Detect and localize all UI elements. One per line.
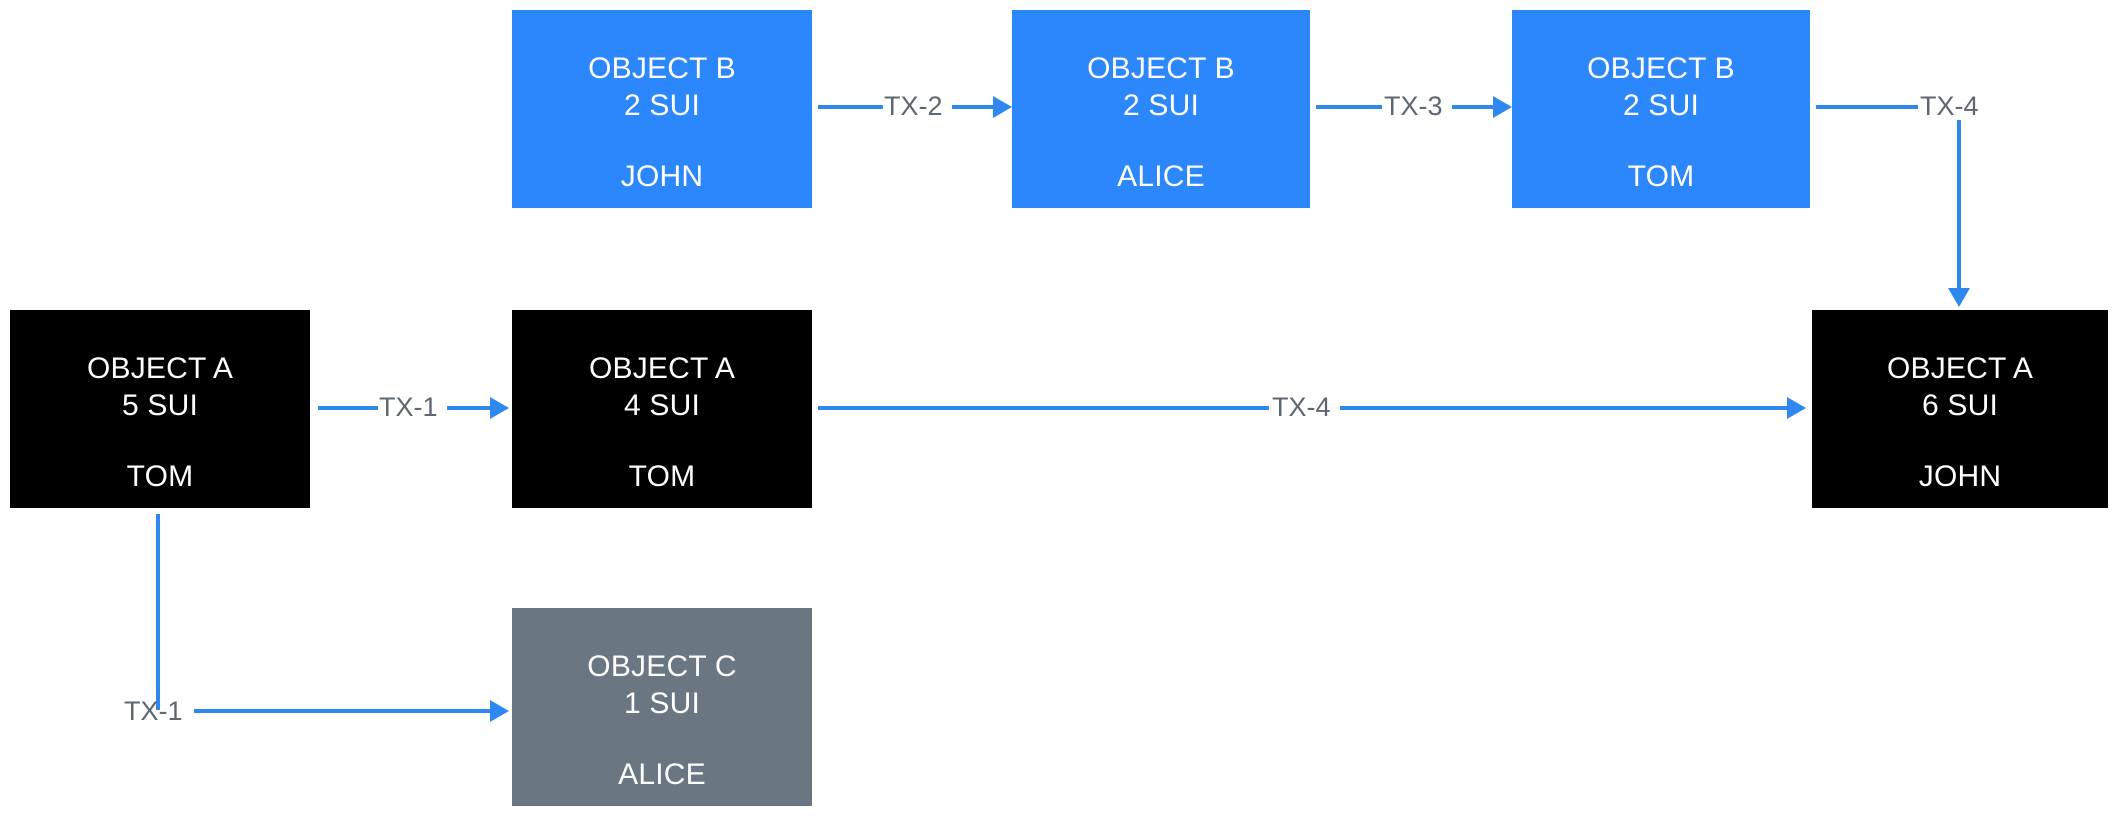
- node-object-a-tom-4-object: OBJECT A: [588, 352, 736, 385]
- node-object-b-john-header: OBJECT B 2 SUI: [588, 50, 736, 124]
- edge-tx3-arrowhead-icon: [1493, 96, 1512, 118]
- node-object-a-john-6-owner: JOHN: [1918, 460, 2002, 493]
- edge-tx4-top-line-h: [1816, 105, 1918, 109]
- node-object-a-tom-4-owner: TOM: [628, 460, 696, 493]
- node-object-a-tom-4-amount: 4 SUI: [623, 389, 701, 422]
- edge-tx1-branch-arrowhead-icon: [490, 700, 509, 722]
- node-object-a-john-6-amount: 6 SUI: [1921, 389, 1999, 422]
- node-object-b-alice-owner: ALICE: [1117, 160, 1205, 193]
- node-object-a-tom-5[interactable]: OBJECT A 5 SUI TOM: [10, 310, 310, 508]
- node-object-b-tom-header: OBJECT B 2 SUI: [1587, 50, 1735, 124]
- node-object-c-alice-object: OBJECT C: [587, 650, 737, 683]
- edge-tx4-top-label: TX-4: [1920, 91, 1979, 121]
- node-object-b-tom-object: OBJECT B: [1587, 52, 1735, 85]
- node-object-a-john-6-object: OBJECT A: [1886, 352, 2034, 385]
- edge-tx1-main-label: TX-1: [379, 392, 438, 422]
- edge-tx1-branch-label: TX-1: [124, 696, 183, 726]
- edge-tx3-line-left: [1316, 105, 1382, 109]
- node-object-b-john-amount: 2 SUI: [623, 89, 701, 122]
- node-object-a-john-6[interactable]: OBJECT A 6 SUI JOHN: [1812, 310, 2108, 508]
- node-object-a-tom-5-amount: 5 SUI: [121, 389, 199, 422]
- node-object-a-tom-5-owner: TOM: [126, 460, 194, 493]
- node-object-b-tom-owner: TOM: [1627, 160, 1695, 193]
- node-object-a-john-6-header: OBJECT A 6 SUI: [1887, 350, 2033, 424]
- edge-tx3-label: TX-3: [1384, 91, 1443, 121]
- edge-tx4-top-arrowhead-icon: [1948, 288, 1970, 307]
- node-object-b-john-object: OBJECT B: [588, 52, 736, 85]
- node-object-b-alice-object: OBJECT B: [1087, 52, 1235, 85]
- edge-tx2-line-left: [818, 105, 883, 109]
- edge-tx1-branch-line-v: [156, 514, 160, 710]
- edge-tx4-main-arrowhead-icon: [1787, 397, 1806, 419]
- node-object-a-tom-4[interactable]: OBJECT A 4 SUI TOM: [512, 310, 812, 508]
- node-object-b-john[interactable]: OBJECT B 2 SUI JOHN: [512, 10, 812, 208]
- edge-tx4-main-line-right: [1340, 406, 1788, 410]
- edge-tx2-arrowhead-icon: [993, 96, 1012, 118]
- edge-tx3-line-right: [1452, 105, 1494, 109]
- edge-tx1-branch-line-h: [194, 709, 491, 713]
- node-object-b-alice-amount: 2 SUI: [1122, 89, 1200, 122]
- node-object-c-alice[interactable]: OBJECT C 1 SUI ALICE: [512, 608, 812, 806]
- edge-tx1-main-arrowhead-icon: [490, 397, 509, 419]
- node-object-b-alice-header: OBJECT B 2 SUI: [1087, 50, 1235, 124]
- node-object-a-tom-4-header: OBJECT A 4 SUI: [589, 350, 735, 424]
- edge-tx4-main-line-left: [818, 406, 1269, 410]
- node-object-c-alice-amount: 1 SUI: [623, 687, 701, 720]
- edge-tx4-main-label: TX-4: [1272, 392, 1331, 422]
- node-object-b-john-owner: JOHN: [620, 160, 704, 193]
- edge-tx2-line-right: [952, 105, 994, 109]
- node-object-b-tom-amount: 2 SUI: [1622, 89, 1700, 122]
- node-object-b-tom[interactable]: OBJECT B 2 SUI TOM: [1512, 10, 1810, 208]
- node-object-a-tom-5-header: OBJECT A 5 SUI: [87, 350, 233, 424]
- edge-tx1-main-line-left: [318, 406, 378, 410]
- node-object-a-tom-5-object: OBJECT A: [86, 352, 234, 385]
- node-object-c-alice-owner: ALICE: [618, 758, 706, 791]
- edge-tx4-top-line-v: [1957, 120, 1961, 290]
- edge-tx2-label: TX-2: [884, 91, 943, 121]
- edge-tx1-main-line-right: [447, 406, 491, 410]
- node-object-b-alice[interactable]: OBJECT B 2 SUI ALICE: [1012, 10, 1310, 208]
- node-object-c-alice-header: OBJECT C 1 SUI: [587, 648, 736, 722]
